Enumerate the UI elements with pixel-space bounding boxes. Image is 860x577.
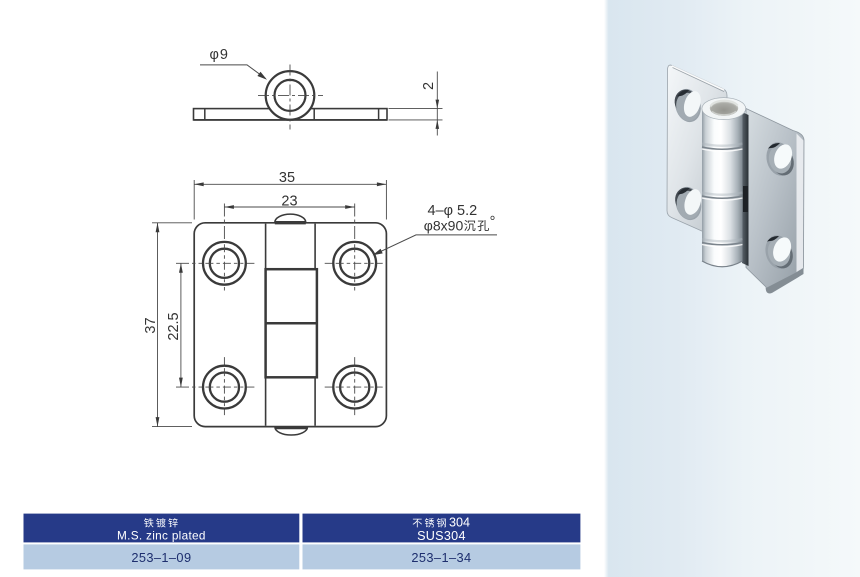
svg-text:23: 23 <box>281 193 297 209</box>
svg-text:37: 37 <box>143 317 159 333</box>
svg-text:°: ° <box>490 214 496 230</box>
svg-text:φ8x90: φ8x90 <box>424 217 464 233</box>
svg-text:253–1–34: 253–1–34 <box>411 550 471 565</box>
svg-text:2: 2 <box>421 82 437 90</box>
svg-text:4–φ 5.2: 4–φ 5.2 <box>428 203 478 219</box>
svg-text:M.S. zinc plated: M.S. zinc plated <box>117 528 206 542</box>
svg-text:22.5: 22.5 <box>166 312 182 340</box>
svg-text:253–1–09: 253–1–09 <box>131 550 191 565</box>
svg-text:SUS304: SUS304 <box>417 529 466 543</box>
svg-text:35: 35 <box>279 170 295 186</box>
svg-text:304: 304 <box>449 516 470 530</box>
svg-text:φ9: φ9 <box>210 47 229 63</box>
